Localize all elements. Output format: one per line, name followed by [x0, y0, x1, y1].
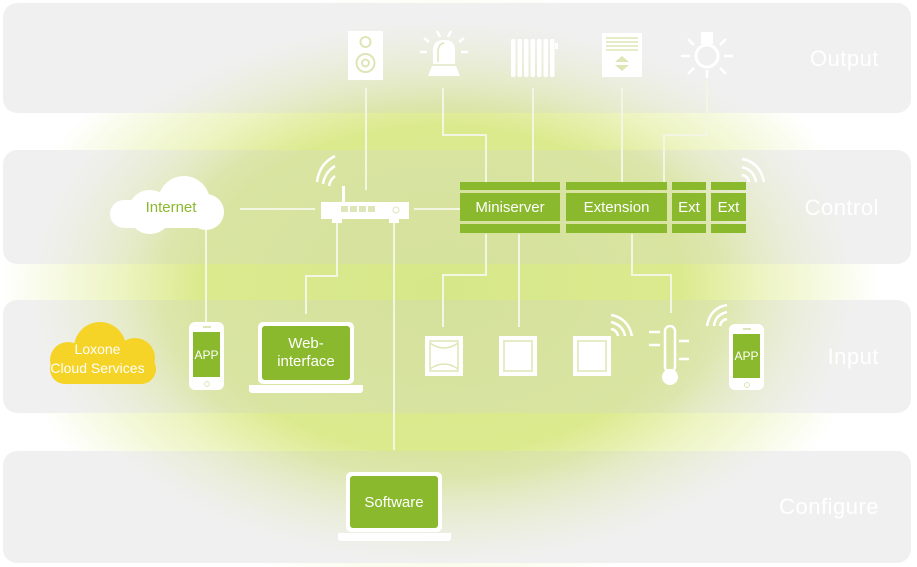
speaker-icon — [348, 31, 383, 80]
switch-icon — [499, 336, 537, 376]
radiator-icon — [511, 39, 558, 77]
layer-label-configure: Configure — [779, 494, 879, 519]
loxone-cloud-icon — [50, 322, 156, 384]
line-light — [663, 80, 708, 183]
wireless-icon — [705, 303, 728, 327]
extension: Extension — [566, 182, 667, 234]
extension-small-2: Ext — [711, 182, 746, 234]
thermometer-icon — [649, 325, 689, 385]
wireless-icon — [610, 313, 634, 337]
internet-label: Internet — [145, 199, 197, 216]
extension-small-1: Ext — [672, 182, 706, 234]
ext1-label: Ext — [672, 193, 706, 221]
miniserver-label: Miniserver — [460, 193, 560, 221]
web-label-line1: Web- — [288, 335, 324, 352]
web-label-line2: interface — [277, 353, 335, 370]
line-ext-thermo — [631, 234, 672, 313]
app-label: APP — [193, 332, 220, 377]
layer-configure: Configure — [3, 451, 911, 563]
software-label: Software — [350, 476, 438, 528]
loxone-cloud-label-line2: Cloud Services — [50, 360, 145, 376]
light-bulb-icon — [681, 32, 733, 78]
app2-label: APP — [733, 334, 760, 378]
line-siren — [442, 88, 487, 183]
ext2-label: Ext — [711, 193, 746, 221]
blinds-icon — [602, 33, 642, 77]
line-router-web — [305, 220, 338, 314]
internet-cloud-icon — [110, 176, 224, 234]
web-interface-screen: Web- interface — [262, 326, 350, 380]
extension-label: Extension — [566, 193, 667, 221]
app-phone-2: APP — [729, 324, 764, 390]
loxone-cloud-label-line1: Loxone — [74, 341, 121, 357]
switch-button-icon — [425, 336, 463, 376]
wireless-icon — [741, 157, 766, 183]
layer-label-control: Control — [804, 195, 879, 220]
siren-icon — [420, 30, 468, 76]
miniserver: Miniserver — [460, 182, 560, 234]
router-icon — [315, 154, 409, 223]
layer-output: Output — [3, 3, 911, 113]
web-interface-laptop: Web- interface — [249, 322, 363, 394]
wireless-switch-icon — [573, 336, 611, 376]
loxone-cloud-label: Loxone Cloud Services — [40, 340, 155, 378]
layer-label-output: Output — [809, 46, 879, 71]
app-phone: APP — [189, 322, 224, 390]
line-ms-switch1 — [442, 234, 487, 327]
layer-label-input: Input — [827, 344, 879, 369]
software-laptop: Software — [338, 472, 451, 542]
